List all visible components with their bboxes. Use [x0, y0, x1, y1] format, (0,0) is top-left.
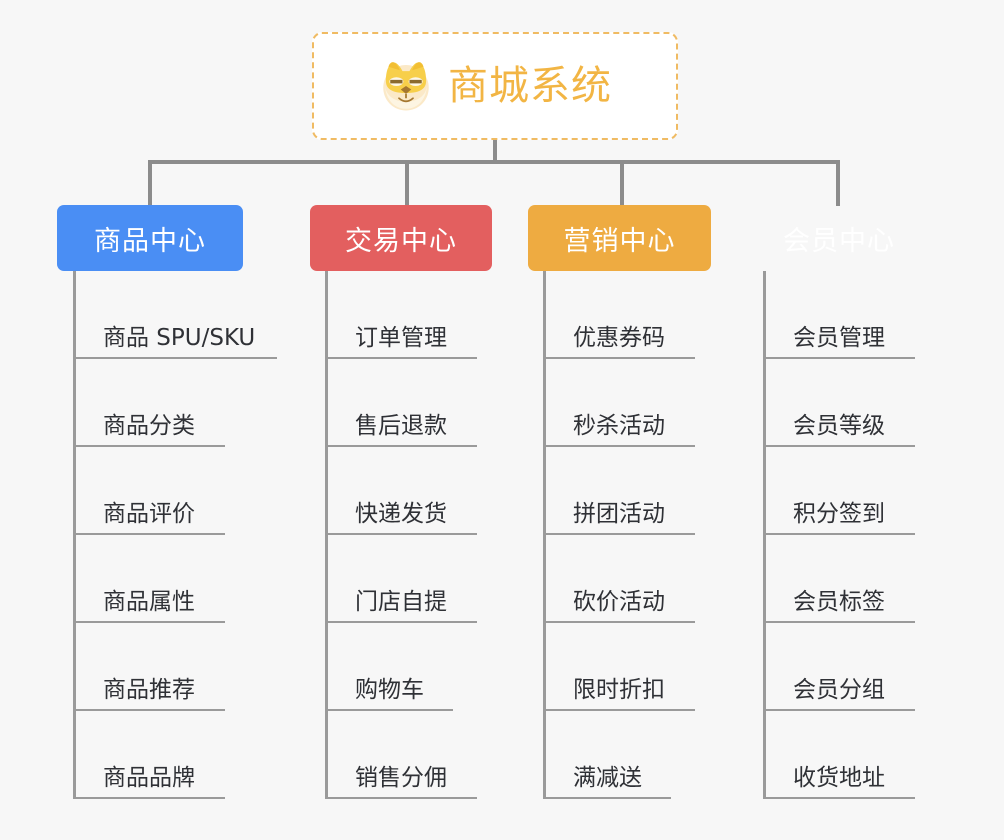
- leaf-column-marketing-center: 优惠券码秒杀活动拼团活动砍价活动限时折扣满减送: [543, 271, 803, 799]
- leaf-item-underline: [543, 797, 671, 799]
- leaf-item-label: 售后退款: [355, 413, 447, 439]
- leaf-item-underline: [325, 357, 477, 359]
- category-box-marketing-center[interactable]: 营销中心: [528, 205, 711, 271]
- leaf-column-trade-center: 订单管理售后退款快递发货门店自提购物车销售分佣: [325, 271, 585, 799]
- leaf-item-underline: [763, 797, 915, 799]
- leaf-item-underline: [73, 709, 225, 711]
- leaf-item-label: 秒杀活动: [573, 413, 665, 439]
- leaf-item[interactable]: 商品属性: [73, 535, 225, 623]
- leaf-item-underline: [763, 533, 915, 535]
- leaf-item-underline: [325, 533, 477, 535]
- leaf-item-underline: [543, 357, 695, 359]
- connector-branch-vertical-2: [405, 160, 409, 206]
- leaf-column-stem: [73, 271, 76, 799]
- leaf-item-label: 销售分佣: [355, 765, 447, 791]
- leaf-item-underline: [73, 533, 225, 535]
- leaf-column-stem: [543, 271, 546, 799]
- leaf-item-label: 会员分组: [793, 677, 885, 703]
- leaf-item-underline: [73, 797, 225, 799]
- leaf-item-label: 订单管理: [355, 325, 447, 351]
- leaf-item-label: 限时折扣: [573, 677, 665, 703]
- leaf-item[interactable]: 砍价活动: [543, 535, 695, 623]
- leaf-item[interactable]: 会员管理: [763, 271, 915, 359]
- leaf-item[interactable]: 商品品牌: [73, 711, 225, 799]
- category-box-product-center[interactable]: 商品中心: [57, 205, 243, 271]
- shiba-dog-face-icon: [383, 62, 429, 111]
- leaf-item-label: 商品评价: [103, 501, 195, 527]
- leaf-item[interactable]: 商品评价: [73, 447, 225, 535]
- leaf-item-label: 商品属性: [103, 589, 195, 615]
- leaf-item-label: 商品品牌: [103, 765, 195, 791]
- leaf-item[interactable]: 门店自提: [325, 535, 477, 623]
- leaf-item-label: 拼团活动: [573, 501, 665, 527]
- leaf-item-label: 收货地址: [793, 765, 885, 791]
- leaf-item-underline: [543, 709, 695, 711]
- leaf-item-underline: [763, 357, 915, 359]
- leaf-item-underline: [325, 797, 477, 799]
- leaf-item-label: 快递发货: [355, 501, 447, 527]
- leaf-item[interactable]: 购物车: [325, 623, 453, 711]
- leaf-item-label: 砍价活动: [573, 589, 665, 615]
- leaf-item-label: 会员管理: [793, 325, 885, 351]
- leaf-column-product-center: 商品 SPU/SKU 商品分类商品评价商品属性商品推荐商品品牌: [73, 271, 333, 799]
- leaf-item[interactable]: 会员分组: [763, 623, 915, 711]
- leaf-item[interactable]: 积分签到: [763, 447, 915, 535]
- leaf-item-underline: [763, 709, 915, 711]
- leaf-item[interactable]: 销售分佣: [325, 711, 477, 799]
- connector-branch-vertical-4: [836, 160, 840, 206]
- leaf-column-stem: [325, 271, 328, 799]
- leaf-item-underline: [325, 445, 477, 447]
- leaf-item-label: 满减送: [573, 765, 642, 791]
- leaf-item-label: 商品推荐: [103, 677, 195, 703]
- leaf-item[interactable]: 收货地址: [763, 711, 915, 799]
- connector-root-vertical: [493, 140, 497, 164]
- root-node-shop-system[interactable]: 商城系统: [312, 32, 678, 140]
- leaf-item[interactable]: 秒杀活动: [543, 359, 695, 447]
- leaf-item-label: 门店自提: [355, 589, 447, 615]
- leaf-item-label: 商品 SPU/SKU: [103, 325, 256, 351]
- leaf-item[interactable]: 会员等级: [763, 359, 915, 447]
- leaf-column-stem: [763, 271, 766, 799]
- leaf-item-underline: [543, 445, 695, 447]
- leaf-item[interactable]: 商品 SPU/SKU: [73, 271, 277, 359]
- leaf-column-member-center: 会员管理会员等级积分签到会员标签会员分组收货地址: [763, 271, 1004, 799]
- leaf-item[interactable]: 满减送: [543, 711, 671, 799]
- leaf-item[interactable]: 商品推荐: [73, 623, 225, 711]
- connector-branch-vertical-1: [148, 160, 152, 206]
- leaf-item-underline: [763, 445, 915, 447]
- category-label: 营销中心: [563, 225, 676, 257]
- category-box-trade-center[interactable]: 交易中心: [310, 205, 492, 271]
- root-title-label: 商城系统: [448, 63, 612, 109]
- leaf-item-underline: [543, 533, 695, 535]
- leaf-item[interactable]: 拼团活动: [543, 447, 695, 535]
- leaf-item-underline: [73, 445, 225, 447]
- leaf-item-underline: [73, 621, 225, 623]
- category-box-member-center[interactable]: 会员中心: [747, 205, 931, 271]
- connector-branch-vertical-3: [620, 160, 624, 206]
- leaf-item[interactable]: 商品分类: [73, 359, 225, 447]
- leaf-item-label: 购物车: [355, 677, 424, 703]
- leaf-item-label: 会员标签: [793, 589, 885, 615]
- leaf-item[interactable]: 快递发货: [325, 447, 477, 535]
- category-label: 商品中心: [94, 225, 206, 257]
- leaf-item-label: 积分签到: [793, 501, 885, 527]
- leaf-item-label: 会员等级: [793, 413, 885, 439]
- leaf-item-underline: [763, 621, 915, 623]
- leaf-item[interactable]: 会员标签: [763, 535, 915, 623]
- category-label: 交易中心: [345, 225, 457, 257]
- leaf-item[interactable]: 优惠券码: [543, 271, 695, 359]
- leaf-item-label: 优惠券码: [573, 325, 665, 351]
- leaf-item-label: 商品分类: [103, 413, 195, 439]
- category-label: 会员中心: [783, 225, 895, 257]
- leaf-item[interactable]: 限时折扣: [543, 623, 695, 711]
- leaf-item-underline: [73, 357, 277, 359]
- leaf-item-underline: [543, 621, 695, 623]
- leaf-item-underline: [325, 709, 453, 711]
- leaf-item-underline: [325, 621, 477, 623]
- connector-horizontal-bus: [148, 160, 840, 164]
- leaf-item[interactable]: 订单管理: [325, 271, 477, 359]
- leaf-item[interactable]: 售后退款: [325, 359, 477, 447]
